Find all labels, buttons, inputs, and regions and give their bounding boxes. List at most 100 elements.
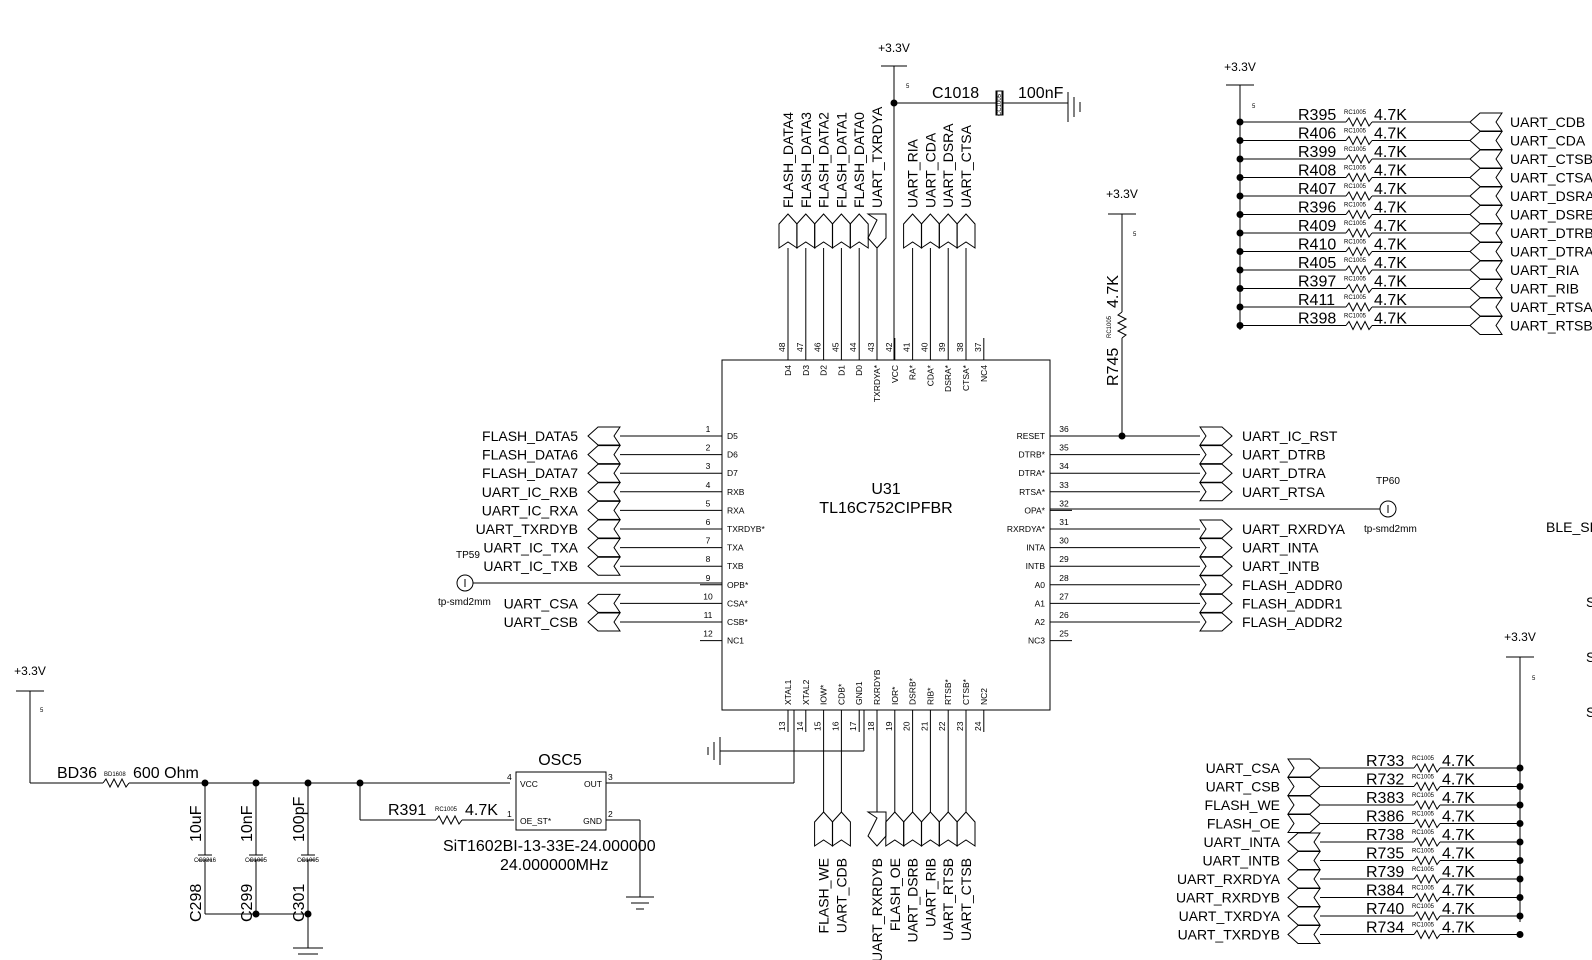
pin-number: 25 [1059, 629, 1069, 639]
pin-name: INTA [1026, 543, 1045, 553]
resistor-zigzag [1345, 264, 1373, 276]
resistor-zigzag [1413, 855, 1441, 866]
pin-name: RTSB* [943, 678, 953, 705]
port-flag [1199, 593, 1233, 613]
resistor-pkg: RC1005 [1344, 147, 1367, 153]
pin-number: 1 [706, 424, 711, 434]
port-flag [1469, 279, 1503, 298]
net-label: UART_CDA [1510, 133, 1586, 149]
net-label: UART_TXRDYA [1179, 908, 1281, 924]
resistor-ref: R398 [1298, 311, 1336, 328]
resistor-pkg: RC1005 [1412, 793, 1435, 799]
resistor-pkg: RC1005 [1344, 221, 1367, 227]
resistor-value: 4.7K [1442, 753, 1475, 770]
port-flag [903, 811, 923, 847]
resistor-ref: R409 [1298, 218, 1336, 235]
cap-value: 100pF [291, 796, 308, 842]
pin-name: DTRB* [1019, 450, 1046, 460]
port-flag [587, 500, 621, 520]
net-label: UART_CSB [1206, 779, 1280, 795]
resistor-ref: R738 [1366, 827, 1404, 844]
port-flag [1199, 463, 1233, 483]
net-label: UART_CDB [833, 858, 849, 933]
testpoint-tp60[interactable]: TP60 tp-smd2mm [1050, 476, 1417, 535]
tp60-ref: TP60 [1376, 476, 1400, 487]
port-flag [1469, 297, 1503, 317]
pin-number: 9 [706, 573, 711, 583]
resistor-pkg: RC1005 [1412, 830, 1435, 836]
port-flag [587, 445, 621, 465]
net-label: UART_CSA [504, 595, 579, 611]
port-flag [920, 213, 940, 249]
pin-name: RIB* [925, 687, 935, 705]
resistor-zigzag [1345, 116, 1373, 128]
pin-name: IOR* [890, 686, 900, 705]
ic-u31[interactable]: U31 TL16C752CIPFBR [721, 359, 1051, 711]
pin-number: 44 [848, 342, 858, 352]
resistor-pkg: RC1005 [1344, 129, 1367, 135]
pin-name: RA* [908, 364, 918, 380]
pin-number: 17 [848, 721, 858, 731]
port-flag [938, 213, 958, 249]
resistor-pkg: RC1005 [1344, 295, 1367, 301]
resistor-ref: R383 [1366, 790, 1404, 807]
net-label: UART_TXRDYB [1178, 927, 1280, 943]
pullup-top-pin: 5 [1252, 104, 1256, 110]
net-label: FLASH_OE [887, 858, 903, 931]
resistor-pkg: RC1005 [1412, 923, 1435, 929]
pin-number: 30 [1059, 536, 1069, 546]
pin-number: 13 [777, 721, 787, 731]
pin-number: 47 [795, 342, 805, 352]
port-flag [866, 213, 887, 249]
pin-number: 38 [955, 342, 965, 352]
resistor-ref: R740 [1366, 901, 1404, 918]
osc-pin2: 2 [608, 809, 613, 819]
resistor-value: 4.7K [1442, 772, 1475, 789]
net-label: UART_INTB [1242, 558, 1320, 574]
pin-number: 6 [706, 517, 711, 527]
resistor-zigzag [1345, 172, 1373, 183]
pin-name: A1 [1035, 598, 1046, 608]
resistor-zigzag [1345, 246, 1373, 257]
port-flag [1469, 131, 1503, 150]
net-label: FLASH_DATA0 [851, 112, 867, 208]
resistor-ref: R411 [1298, 292, 1335, 309]
net-label: UART_RIA [1510, 262, 1580, 278]
resistor-r745[interactable]: +3.3V 5 R745 4.7K RC1005 [1105, 187, 1138, 440]
resistor-zigzag [1345, 190, 1373, 202]
capacitor-c1018[interactable]: C1018 100nF CC1005 [932, 85, 1081, 122]
power-pin: 5 [906, 84, 910, 90]
port-flag [1199, 519, 1233, 539]
r391-ref: R391 [388, 802, 426, 819]
port-flag [831, 811, 851, 847]
testpoint-tp59[interactable]: TP59 tp-smd2mm [438, 550, 722, 608]
port-flag [1469, 260, 1503, 280]
resistor-value: 4.7K [1442, 790, 1475, 807]
resistor-ref: R399 [1298, 144, 1336, 161]
port-flag [814, 213, 834, 249]
port-flag [1287, 832, 1321, 852]
ferrite-bd36[interactable]: BD36 BD1608 600 Ohm [57, 765, 199, 789]
resistor-pkg: RC1005 [1344, 240, 1367, 246]
pin-number: 39 [937, 342, 947, 352]
pin-number: 14 [795, 721, 805, 731]
port-flag [587, 426, 621, 446]
net-label: UART_TXRDYA [869, 106, 885, 208]
pin-number: 43 [866, 342, 876, 352]
pin-name: DTRA* [1019, 468, 1046, 478]
net-label: UART_CDB [1510, 114, 1585, 130]
net-label: UART_RTSA [1510, 299, 1592, 315]
pin-number: 48 [777, 342, 787, 352]
resistor-r391[interactable]: R391 RC1005 4.7K [359, 783, 514, 826]
oscillator-osc5[interactable]: OSC5 VCC OUT OE_ST* GND 4 1 3 2 SiT1602B… [443, 710, 795, 910]
